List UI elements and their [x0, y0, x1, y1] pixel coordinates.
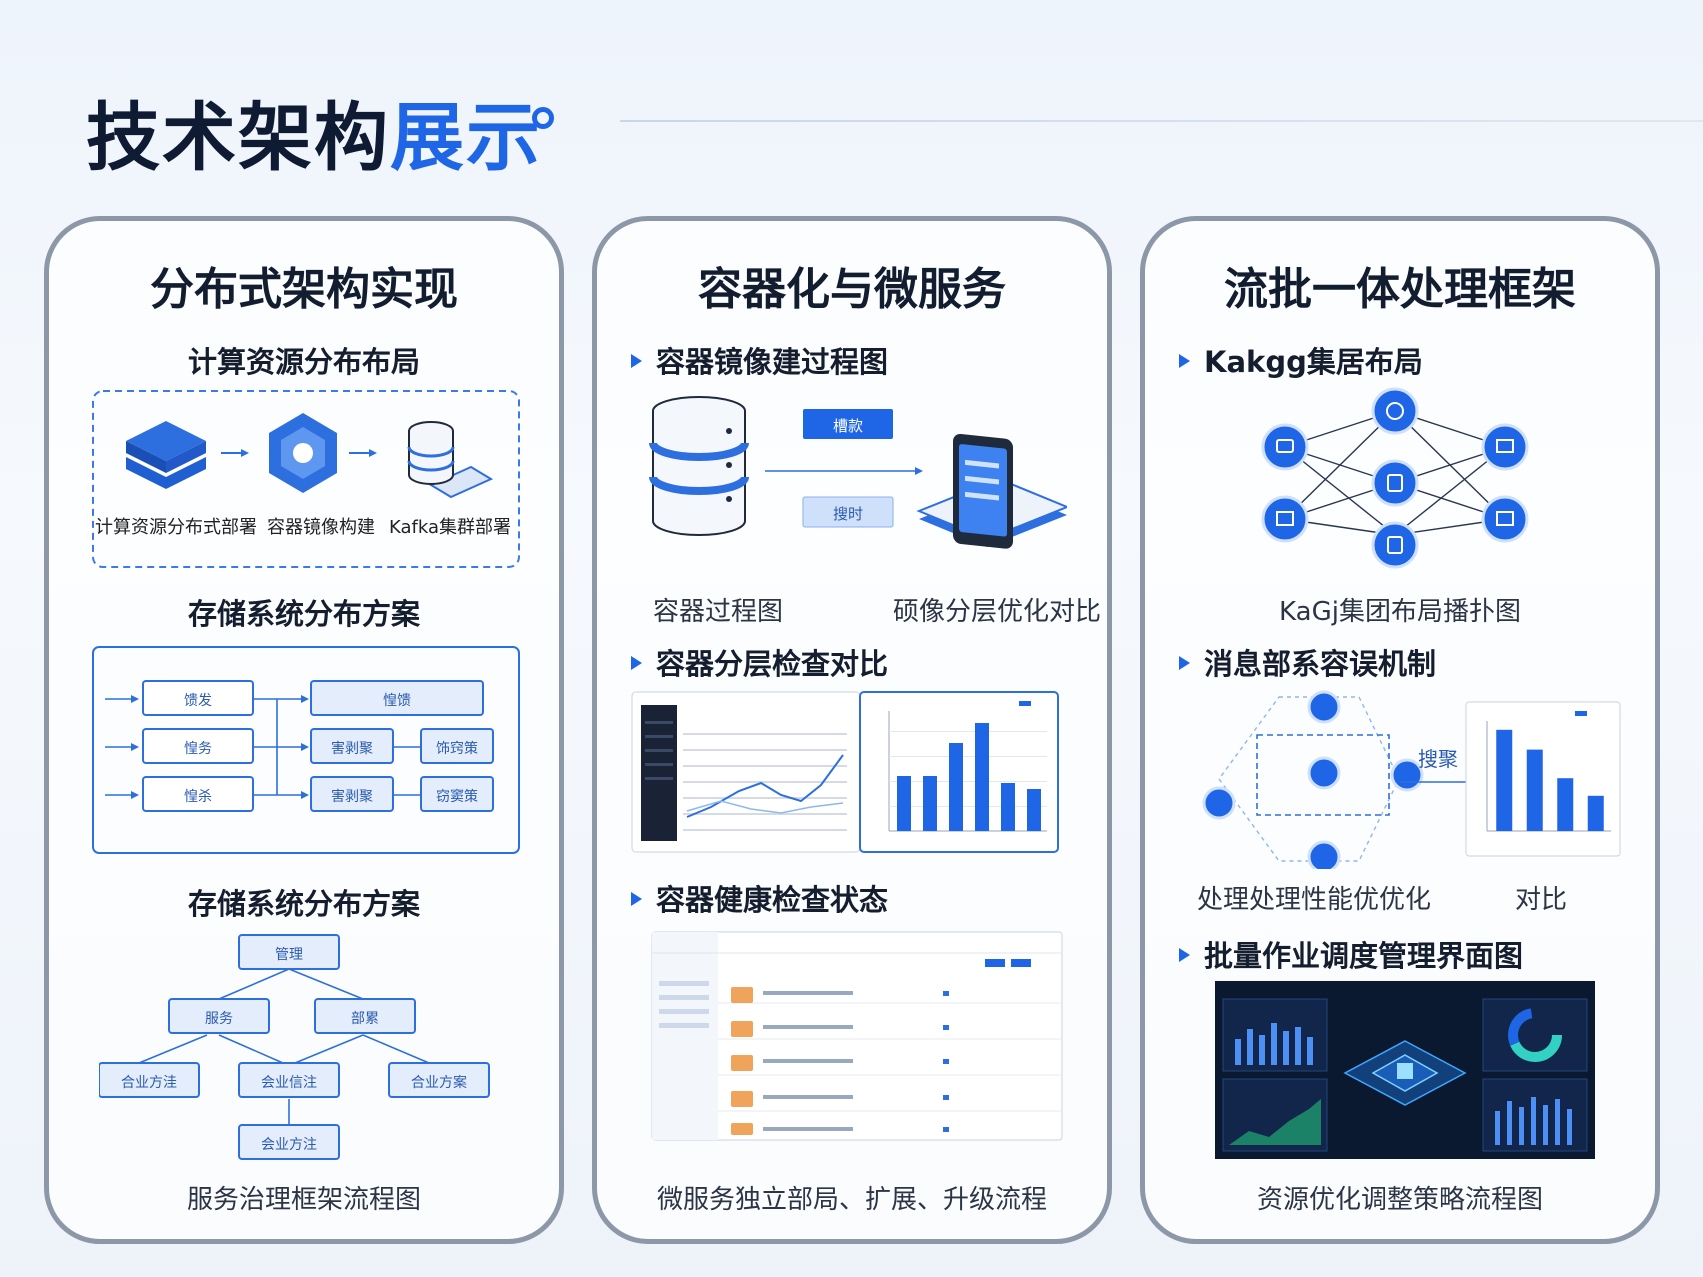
node-box-icon: [1261, 495, 1309, 543]
compute-label-3: Kafka集群部署: [389, 517, 511, 538]
section-title-compute-layout: 计算资源分布布局: [187, 345, 420, 379]
section-title-storage-1: 存储系统分布方案: [187, 597, 420, 631]
server-stack-icon: [126, 421, 206, 489]
node-gear-icon: [1371, 387, 1419, 435]
arrow-label: 搜聚: [1418, 747, 1458, 771]
caption-resource-optimization: 资源优化调整策略流程图: [1256, 1185, 1543, 1215]
section-title-storage-2: 存储系统分布方案: [187, 887, 420, 921]
bar-3: [975, 723, 989, 831]
caption-microservice-flow: 微服务独立部局、扩展、升级流程: [656, 1185, 1047, 1215]
database-stack-icon: [649, 396, 749, 536]
storage-right-box-5: 窃窦策: [436, 789, 478, 805]
card-stream-batch: 流批一体处理框架 Kakgg集居布局 KaGj集团布局播扑图 消息部系容误机制: [1140, 216, 1660, 1244]
compute-layout-diagram: [92, 390, 520, 568]
storage-right-box-4: 害剥聚: [331, 789, 373, 805]
section-title-layer-check: 容器分层检查对比: [631, 641, 888, 683]
build-button-2: 搜时: [832, 505, 863, 523]
layer-check-bar-chart: [859, 691, 1059, 853]
caption-comparison: 对比: [1515, 885, 1568, 915]
bar-2: [949, 743, 963, 831]
dashboard-thumbnail: [631, 691, 861, 853]
node-download-icon: [1371, 459, 1419, 507]
bar-0: [1496, 729, 1513, 831]
fault-tolerance-bar-chart: [1465, 701, 1621, 857]
batch-dashboard-thumbnail: [1215, 981, 1595, 1159]
phone-icon: [916, 433, 1067, 549]
storage-left-box-1: 馈发: [184, 693, 212, 709]
tree-node-7: 会业方注: [261, 1137, 317, 1153]
compute-label-2: 容器镜像构建: [267, 517, 375, 538]
container-hex-icon: [269, 413, 337, 493]
card-distributed-architecture: 分布式架构实现 计算资源分布布局 计算资源分布式部署 容器镜像构建: [44, 216, 564, 1244]
page-title: 技术架构展示: [86, 95, 542, 181]
section-title-kafka-layout: Kakgg集居布局: [1179, 339, 1423, 381]
bar-5: [1027, 789, 1041, 831]
node-screen-icon: [1481, 423, 1529, 471]
storage-left-box-2: 惶务: [184, 741, 212, 757]
caption-performance: 处理处理性能优优化: [1197, 885, 1432, 915]
tree-node-1: 管理: [275, 947, 303, 963]
node-chart-icon: [1481, 495, 1529, 543]
card-title: 容器化与微服务: [698, 264, 1006, 315]
image-build-diagram: [649, 396, 1067, 549]
title-divider: [620, 120, 1703, 122]
section-title-batch-scheduling: 批量作业调度管理界面图: [1179, 933, 1523, 975]
governance-tree-diagram: [99, 934, 490, 1160]
bar-4: [1001, 783, 1015, 831]
storage-right-box-3: 饰窍策: [436, 741, 478, 757]
bar-0: [897, 776, 911, 831]
card-title: 流批一体处理框架: [1224, 264, 1576, 315]
bar-2: [1557, 778, 1574, 831]
section-title-fault-tolerance: 消息部系容误机制: [1179, 641, 1436, 683]
storage-flow-diagram: [92, 646, 520, 854]
node-server-icon: [1371, 521, 1419, 569]
bar-1: [1526, 749, 1543, 831]
bar-1: [923, 776, 937, 831]
caption-cluster-topology: KaGj集团布局播扑图: [1279, 597, 1521, 627]
cluster-topology-diagram: [1261, 387, 1529, 569]
caption-governance: 服务治理框架流程图: [186, 1185, 421, 1215]
tree-node-6: 合业方案: [411, 1075, 467, 1091]
health-check-table-thumbnail: [651, 931, 1063, 1141]
tree-node-4: 合业方洼: [121, 1075, 177, 1091]
storage-right-box-2: 害剥聚: [331, 741, 373, 757]
section-title-health-check: 容器健康检查状态: [631, 877, 888, 919]
compute-label-1: 计算资源分布式部署: [95, 517, 257, 538]
title-dot-icon: [532, 107, 554, 129]
node-monitor-icon: [1261, 423, 1309, 471]
tree-node-2: 服务: [205, 1011, 233, 1027]
caption-container-process: 容器过程图: [653, 597, 784, 627]
storage-right-box-1: 惶馈: [383, 693, 411, 709]
tree-node-3: 部累: [351, 1011, 379, 1027]
section-title-image-build: 容器镜像建过程图: [631, 339, 888, 381]
tree-node-5: 会业信注: [261, 1075, 317, 1091]
build-button-1: 槽款: [832, 417, 863, 435]
card-containers-microservices: 容器化与微服务 容器镜像建过程图 槽款 搜时 容器过程图 硕像分层优化对比 容器…: [592, 216, 1112, 1244]
bar-3: [1587, 795, 1604, 831]
storage-left-box-3: 惶杀: [184, 789, 212, 805]
caption-layer-optimization: 硕像分层优化对比: [893, 597, 1102, 627]
database-icon: [407, 421, 494, 499]
card-title: 分布式架构实现: [150, 264, 458, 315]
